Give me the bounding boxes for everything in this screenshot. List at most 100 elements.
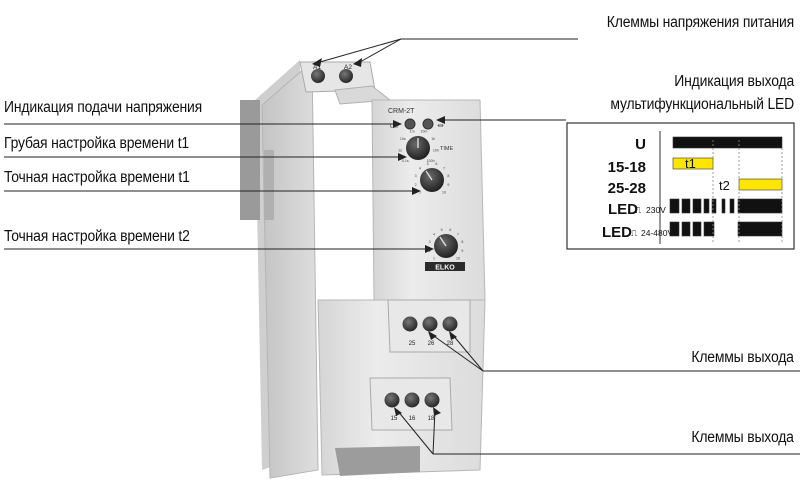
arrowhead (353, 58, 362, 67)
dial-scale-label: 0.1s (402, 159, 409, 163)
callout-supply-indication: Индикация подачи напряжения (4, 99, 203, 116)
dial-scale-label: 6 (449, 228, 451, 232)
dial-scale-label: 1m (410, 130, 415, 134)
callout-fine-t1: Точная настройка времени t1 (4, 169, 190, 186)
dial-scale-label: 4 (433, 233, 435, 237)
arrowhead (412, 187, 421, 195)
coarse-time-dial[interactable]: TIME (406, 136, 453, 160)
terminal-label-18: 18 (428, 416, 435, 422)
dial-scale-label: 7 (457, 233, 459, 237)
dial-scale-label: 3 (415, 174, 417, 178)
timing-bar-led-24-480v (669, 221, 680, 237)
terminal-screw (404, 392, 420, 408)
timing-bar-25-28 (738, 178, 783, 191)
dial-scale-label: 10m (420, 130, 427, 134)
timing-row-sublabel: 24-480V (641, 228, 673, 238)
dial-scale-label: 10 (456, 257, 460, 261)
callout-output-terminals-2: Клеммы выхода (691, 429, 795, 446)
timing-bar-led-230v (681, 198, 691, 214)
device-side-panel (261, 60, 319, 479)
timing-t1-label: t1 (685, 156, 696, 171)
terminal-screw (339, 69, 353, 83)
leader-supply-terminals-a1 (319, 38, 402, 63)
terminal-label-a1: A1 (313, 64, 321, 71)
callout-coarse-t1: Грубая настройка времени t1 (4, 135, 189, 152)
callout-fine-t2: Точная настройка времени t2 (4, 228, 190, 245)
timing-row-label: 25-28 (608, 180, 646, 197)
dial-scale-label: 8 (461, 240, 463, 244)
timing-bar-led-24-480v (692, 221, 702, 237)
dial-scale-label: 2 (415, 183, 417, 187)
leader-output-terminals-2a (396, 409, 434, 455)
terminal-screw (422, 316, 438, 332)
dial-scale-label: 1s (398, 149, 402, 153)
arrowhead (449, 331, 457, 340)
timing-bar-led-230v (703, 198, 710, 214)
terminal-label-28: 28 (447, 341, 454, 347)
timing-bar-led-230v (721, 198, 726, 214)
timing-bar-led-24-480v (681, 221, 691, 237)
timing-bar-15-18 (672, 157, 714, 170)
fine-t2-dial[interactable] (434, 234, 458, 258)
timing-bars (669, 136, 783, 237)
timing-bar-led-24-480v (737, 221, 783, 237)
dial-scale-label: 1 (419, 191, 421, 195)
arrowhead (436, 116, 445, 124)
arrowhead (393, 120, 402, 128)
device-model: CRM-2T (388, 108, 415, 115)
relay-symbol: ⏛ (437, 123, 444, 130)
dial-scale-label: 5 (427, 162, 429, 166)
dial-scale-label: 4 (419, 167, 421, 171)
dial-scale-label: 100h (427, 159, 435, 163)
terminal-label-26: 26 (428, 341, 435, 347)
callout-supply-terminals: Клеммы напряжения питания (606, 14, 794, 31)
arrowhead (433, 407, 441, 416)
dial-scale-label: 1h (431, 137, 435, 141)
dial-scale-label: 3 (429, 240, 431, 244)
timing-dashes (712, 140, 783, 244)
time-label: TIME (440, 146, 453, 152)
dial-scale-label: 7 (443, 167, 445, 171)
terminal-screw (424, 392, 440, 408)
terminal-screw (384, 392, 400, 408)
dial-scale-label: 10s (400, 137, 406, 141)
dial-scale-label: 10 (442, 191, 446, 195)
terminal-screw (442, 316, 458, 332)
din-rail-foot (335, 446, 420, 476)
fine-t1-dial[interactable] (420, 168, 444, 192)
timing-bar-led-230v (711, 198, 717, 214)
relay-device: A1 A2 CRM-2T Un ⏛ TIME 0.1s1s10s1m10m1h1… (240, 60, 486, 479)
arrowhead (425, 245, 434, 253)
device-front-face (371, 99, 486, 303)
dial-scale-label: 9 (461, 249, 463, 253)
terminal-label-15: 15 (391, 416, 398, 422)
terminal-label-16: 16 (409, 416, 416, 422)
callout-lines (4, 38, 800, 455)
brand-label: ELKO (435, 265, 455, 272)
arrowhead (394, 407, 402, 416)
leader-output-terminals-2b (432, 409, 436, 455)
timing-bar-u (672, 136, 783, 149)
dial-scale-label: 8 (447, 174, 449, 178)
timing-bar-led-24-480v (703, 221, 715, 237)
timing-bar-led-230v (729, 198, 735, 214)
arrowheads (312, 58, 457, 416)
leader-supply-terminals-a2 (359, 38, 402, 63)
dial-scale-label: 9 (447, 183, 449, 187)
device-side-cutout (264, 150, 274, 220)
fine-t2-pointer (439, 236, 447, 247)
leader-output-terminals-1a (430, 333, 484, 372)
device-side-cutout (240, 100, 260, 220)
supply-led (404, 118, 416, 130)
timing-bar-led-230v (669, 198, 680, 214)
timing-t2-label: t2 (719, 178, 730, 193)
timing-row-label: LED (608, 201, 638, 218)
timing-bar-led-230v (737, 198, 783, 214)
dial-scale-label: 10h (433, 149, 439, 153)
callout-output-terminals-1: Клеммы выхода (691, 349, 795, 366)
dial-scale-label: 1 (433, 257, 435, 261)
callout-output-indication: Индикация выхода (674, 73, 794, 90)
